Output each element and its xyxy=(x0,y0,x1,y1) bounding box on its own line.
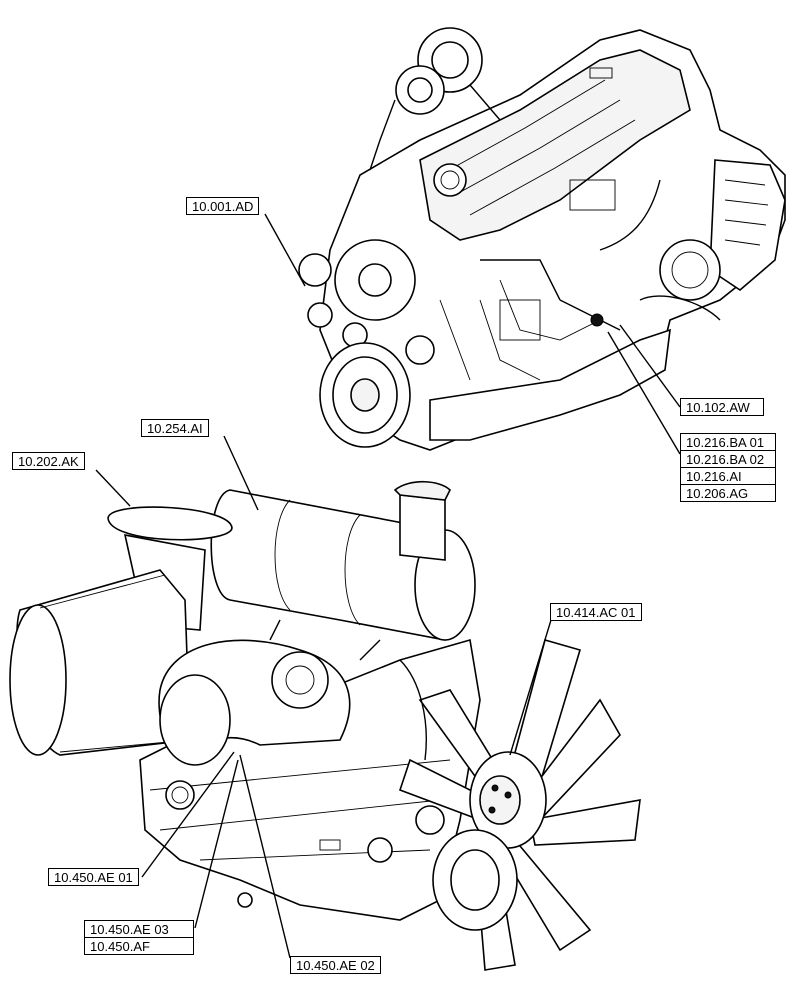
callout-10-254-ai[interactable]: 10.254.AI xyxy=(141,419,209,437)
leader-lines xyxy=(95,213,681,959)
callout-10-414-ac-01[interactable]: 10.414.AC 01 xyxy=(550,603,642,621)
callout-stack-10-450: 10.450.AE 03 10.450.AF xyxy=(84,920,194,955)
lower-engine-view xyxy=(9,480,641,971)
callout-stack-10-216: 10.216.BA 01 10.216.BA 02 10.216.AI 10.2… xyxy=(680,433,776,502)
upper-engine-view xyxy=(298,27,786,451)
callout-10-450-ae-03[interactable]: 10.450.AE 03 xyxy=(84,920,194,938)
callout-10-216-ba-02[interactable]: 10.216.BA 02 xyxy=(680,450,776,468)
callout-10-001-ad[interactable]: 10.001.AD xyxy=(186,197,260,215)
callout-10-202-ak[interactable]: 10.202.AK xyxy=(12,452,85,470)
callout-10-450-af[interactable]: 10.450.AF xyxy=(84,937,194,955)
callout-10-450-ae-01[interactable]: 10.450.AE 01 xyxy=(48,868,139,886)
callout-10-102-aw[interactable]: 10.102.AW xyxy=(680,398,764,416)
callout-10-216-ba-01[interactable]: 10.216.BA 01 xyxy=(680,433,776,451)
callout-10-206-ag[interactable]: 10.206.AG xyxy=(680,484,776,502)
callout-10-216-ai[interactable]: 10.216.AI xyxy=(680,467,776,485)
callout-10-450-ae-02[interactable]: 10.450.AE 02 xyxy=(290,956,381,974)
